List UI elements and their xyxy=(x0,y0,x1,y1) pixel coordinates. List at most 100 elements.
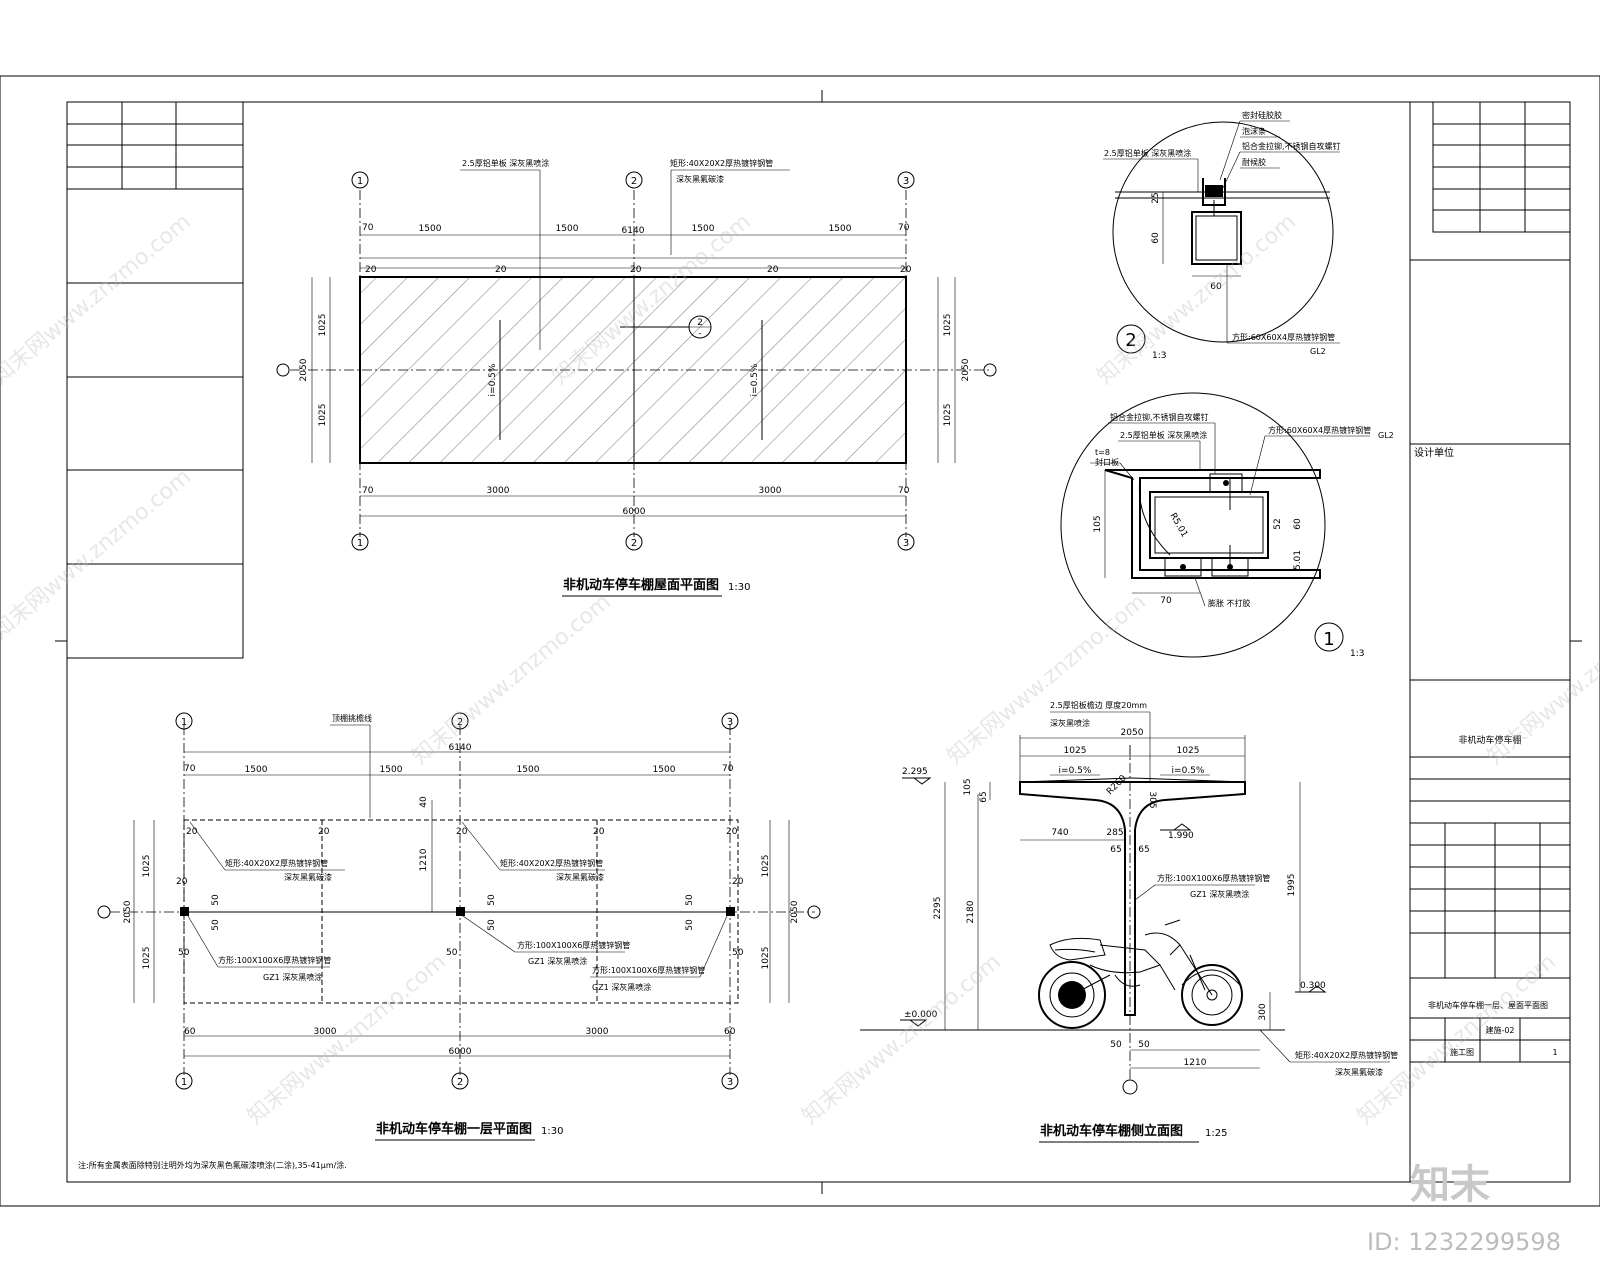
elev-dim-2050: 2050 xyxy=(1121,728,1144,738)
floor-dim-bottom-total: 6000 xyxy=(449,1047,472,1057)
roof-callout-num: 2 xyxy=(697,318,703,328)
column-gz1-3 xyxy=(726,907,735,916)
elev-dim-65-c: 65 xyxy=(1138,845,1149,855)
left-stamp-panel xyxy=(66,101,244,659)
elev-dim-1025-r: 1025 xyxy=(1177,746,1200,756)
d2-l4: 耐候胶 xyxy=(1242,157,1266,167)
elev-dim-R: R260 xyxy=(1105,773,1129,797)
elev-dim-65-a: 65 xyxy=(979,791,989,802)
elev-dim-50-b: 50 xyxy=(1138,1040,1150,1050)
elevation-scale: 1:25 xyxy=(1205,1128,1227,1139)
roof-dim-top-4: 1500 xyxy=(829,224,852,234)
floor-dim-top-5: 70 xyxy=(722,764,734,774)
floor-dim-50-g: 50 xyxy=(178,948,190,958)
d1-l1: 铝合金拉铆,不锈钢自攻螺钉 xyxy=(1110,412,1209,422)
floor-label-col-3: 方形:100X100X6厚热镀锌钢管 xyxy=(592,965,705,975)
roof-plan-title: 非机动车停车棚屋面平面图 xyxy=(563,577,719,593)
d2-tube: 方形:60X60X4厚热镀锌钢管 xyxy=(1232,332,1335,342)
d1-num: 1 xyxy=(1323,629,1334,650)
roof-dim-20-d: 20 xyxy=(767,265,779,275)
roof-axis-3-bottom: 3 xyxy=(903,538,909,549)
floor-dim-20-d: 20 xyxy=(593,827,605,837)
floor-axis-1-bottom: 1 xyxy=(181,1077,187,1088)
roof-dim-top-1: 1500 xyxy=(419,224,442,234)
elev-label-top2: 深灰黑喷涂 xyxy=(1050,718,1090,728)
elev-dim-2180: 2180 xyxy=(966,900,976,923)
d1-l2: 2.5厚铝单板 深灰黑喷涂 xyxy=(1120,430,1207,440)
side-elevation: 2050 1025 1025 i=0.5% i=0.5% 2.5厚铝板檐边 厚度… xyxy=(860,700,1398,1143)
d1-dim-70: 70 xyxy=(1160,596,1172,606)
wm-id: ID: 1232299598 xyxy=(1367,1228,1561,1256)
detail-1: 105 52 60 5.01 R5.01 70 铝合金拉铆,不锈钢自攻螺钉 2.… xyxy=(1060,392,1394,659)
elev-dim-1995: 1995 xyxy=(1287,874,1297,897)
floor-dim-50-b: 50 xyxy=(211,919,221,931)
wm-site-8: 知末网www.znzmo.com xyxy=(943,589,1151,769)
floor-plan-title: 非机动车停车棚一层平面图 xyxy=(376,1121,532,1137)
d1-bottom: 膨胀 不打胶 xyxy=(1208,598,1251,608)
floor-label-tube-2: 矩形:40X20X2厚热镀锌钢管 xyxy=(500,858,603,868)
roof-dim-20-b: 20 xyxy=(495,265,507,275)
d1-l4: 封口板 xyxy=(1095,457,1119,467)
column-gz1-2 xyxy=(456,907,465,916)
roof-axis-2-bottom: 2 xyxy=(631,538,637,549)
elev-dim-1025-l: 1025 xyxy=(1064,746,1087,756)
elev-label-tube: 矩形:40X20X2厚热镀锌钢管 xyxy=(1295,1050,1398,1060)
roof-dim-bottom-2: 3000 xyxy=(759,486,782,496)
floor-dim-20-g: 20 xyxy=(732,877,744,887)
floor-dim-top-2: 1500 xyxy=(380,765,403,775)
roof-dim-20-e: 20 xyxy=(900,265,912,275)
roof-dim-side-half-l1: 1025 xyxy=(318,314,328,337)
drawing-frame xyxy=(0,75,1600,1207)
floor-dim-50-e: 50 xyxy=(685,894,695,906)
floor-label-col-1: 方形:100X100X6厚热镀锌钢管 xyxy=(218,955,331,965)
d1-dim-501: 5.01 xyxy=(1293,550,1303,570)
d1-dim-R: R5.01 xyxy=(1167,512,1189,540)
roof-axis-1-bottom: 1 xyxy=(357,538,363,549)
elev-dim-105: 105 xyxy=(963,778,973,795)
roof-dim-bottom-total: 6000 xyxy=(623,507,646,517)
wm-site-6: 知末网www.znzmo.com xyxy=(798,949,1006,1129)
floor-label-tube-1: 矩形:40X20X2厚热镀锌钢管 xyxy=(225,858,328,868)
tb-page: 1 xyxy=(1552,1048,1557,1057)
roof-dim-20-c: 20 xyxy=(630,265,642,275)
floor-label-col-2: 方形:100X100X6厚热镀锌钢管 xyxy=(517,940,630,950)
roof-axis-1-top: 1 xyxy=(357,176,363,187)
elev-dim-1210: 1210 xyxy=(1184,1058,1207,1068)
tb-designer-label: 设计单位 xyxy=(1414,446,1454,459)
d2-l3: 铝合金拉铆,不锈钢自攻螺钉 xyxy=(1242,141,1341,151)
tb-stage: 施工图 xyxy=(1450,1047,1474,1057)
elev-label-top: 2.5厚铝板檐边 厚度20mm xyxy=(1050,700,1147,710)
wm-site-2: 知末网www.znzmo.com xyxy=(0,464,196,644)
elev-mark-beam: 1.990 xyxy=(1168,831,1194,841)
floor-dim-20-b: 20 xyxy=(318,827,330,837)
roof-label-tube2: 深灰黑氟碳漆 xyxy=(676,174,724,184)
floor-plan: 1 2 3 1 2 3 6140 70 1500 1500 1500 1500 … xyxy=(97,712,821,1141)
floor-label-col-gz-2: GZ1 深灰黑喷涂 xyxy=(528,956,587,966)
floor-dim-20-e: 20 xyxy=(726,827,738,837)
d2-l5: 2.5厚铝单板 深灰黑喷涂 xyxy=(1104,148,1191,158)
d1-l3: t=8 xyxy=(1095,448,1110,457)
elev-dim-300: 300 xyxy=(1258,1003,1268,1020)
floor-dim-1210: 1210 xyxy=(419,848,429,871)
roof-dim-side-half-r1: 1025 xyxy=(943,314,953,337)
wm-logo: 知末 xyxy=(1410,1162,1490,1208)
floor-dim-bottom-3: 60 xyxy=(724,1027,736,1037)
elevation-title: 非机动车停车棚侧立面图 xyxy=(1040,1123,1183,1139)
roof-dim-total-top: 6140 xyxy=(622,226,645,236)
roof-slope-left: i=0.5% xyxy=(488,363,498,396)
elev-slope-l: i=0.5% xyxy=(1059,766,1092,776)
floor-dim-bottom-0: 60 xyxy=(184,1027,196,1037)
roof-label-tube: 矩形:40X20X2厚热镀锌钢管 xyxy=(670,158,773,168)
d2-dim-60: 60 xyxy=(1151,232,1161,244)
floor-axis-3-top: 3 xyxy=(727,717,733,728)
floor-label-col-gz-1: GZ1 深灰黑喷涂 xyxy=(263,972,322,982)
elev-dim-2295: 2295 xyxy=(933,897,943,920)
tb-ref: 建施-02 xyxy=(1485,1025,1514,1035)
floor-dim-top-0: 70 xyxy=(184,764,196,774)
d1-dim-52: 52 xyxy=(1273,518,1283,529)
elev-mark-top: 2.295 xyxy=(902,767,928,777)
roof-dim-top-2: 1500 xyxy=(556,224,579,234)
elev-slope-r: i=0.5% xyxy=(1172,766,1205,776)
floor-dim-bottom-1: 3000 xyxy=(314,1027,337,1037)
floor-dim-20-c: 20 xyxy=(456,827,468,837)
